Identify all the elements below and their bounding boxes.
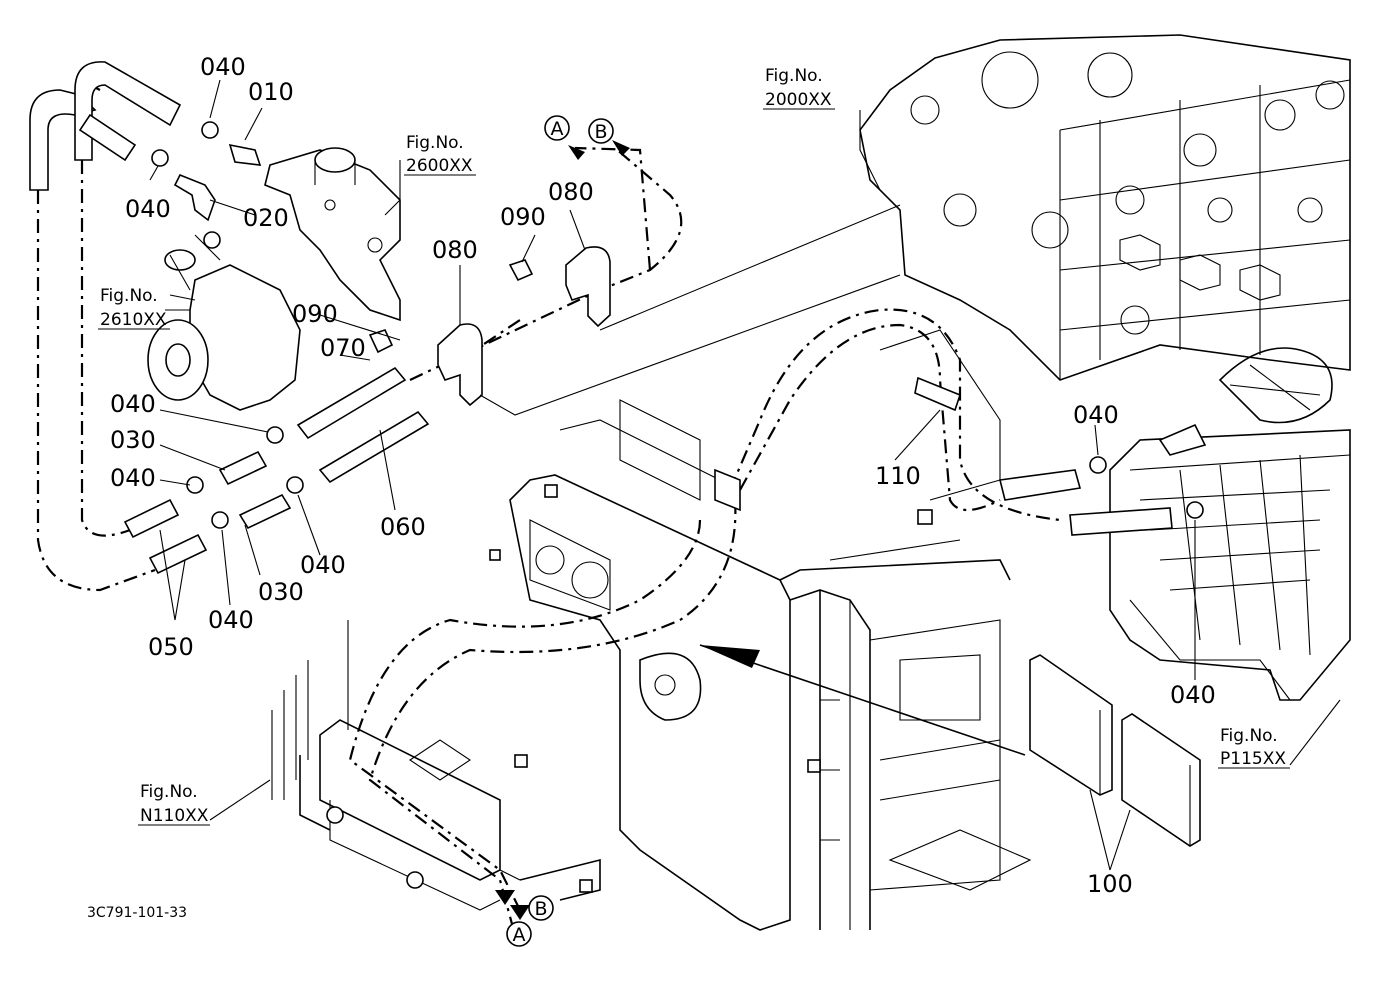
callout-070: 070 [320,334,366,362]
fig-ref-p115-label: Fig.No. [1220,726,1278,746]
fig-ref-2610-number: 2610XX [100,310,167,330]
callout-040-e: 040 [300,551,346,579]
callout-040-f: 040 [208,606,254,634]
engine-block [859,34,1351,381]
callout-040-a: 040 [200,53,246,81]
marker-a-bottom: A [513,924,526,946]
callout-100: 100 [1087,870,1133,898]
fig-ref-p115-number: P115XX [1220,749,1286,769]
callout-040-b: 040 [125,195,171,223]
callout-020: 020 [243,204,289,232]
thermostat-housing [264,147,401,322]
filter-pads [1029,654,1201,847]
callout-080-b: 080 [548,178,594,206]
hose-routing [36,79,1061,936]
callout-040-g: 040 [1073,401,1119,429]
marker-b-top-circle [588,118,614,144]
callout-090-b: 090 [500,203,546,231]
callout-labels: 040 010 040 020 090 070 040 030 040 060 … [110,53,1216,898]
leader-lines [149,79,1341,920]
callout-050: 050 [148,633,194,661]
fig-ref-n110-label: Fig.No. [140,782,198,802]
callout-040-d: 040 [110,464,156,492]
callout-090-a: 090 [292,300,338,328]
callout-010: 010 [248,78,294,106]
fig-ref-n110-number: N110XX [140,806,209,826]
marker-a-top-circle [544,115,570,141]
fig-ref-2000-label: Fig.No. [765,66,823,86]
pipe-clamps [368,246,611,407]
marker-a-bottom-circle [506,921,532,947]
chassis-frame [271,329,1032,931]
callout-030-a: 030 [110,426,156,454]
callout-040-h: 040 [1170,681,1216,709]
callout-080-a: 080 [432,236,478,264]
radiator-assembly [1109,347,1351,701]
callout-110: 110 [875,462,921,490]
fig-ref-2610-label: Fig.No. [100,286,158,306]
fig-ref-2600-label: Fig.No. [406,133,464,153]
hose-parts [29,61,1207,575]
fig-ref-2600-number: 2600XX [406,156,473,176]
water-pump [147,231,301,411]
figure-references: Fig.No. 2600XX Fig.No. 2610XX Fig.No. 20… [98,66,1290,826]
connection-markers: A B B A [506,115,614,947]
document-number: 3C791-101-33 [87,905,187,921]
fig-ref-2000-number: 2000XX [765,90,832,110]
marker-b-bottom: B [534,898,547,920]
marker-b-bottom-circle [528,895,554,921]
callout-040-c: 040 [110,390,156,418]
marker-a-top: A [551,118,564,140]
callout-060: 060 [380,513,426,541]
callout-030-b: 030 [258,578,304,606]
mounting-bolts [326,484,933,893]
marker-b-top: B [594,121,607,143]
